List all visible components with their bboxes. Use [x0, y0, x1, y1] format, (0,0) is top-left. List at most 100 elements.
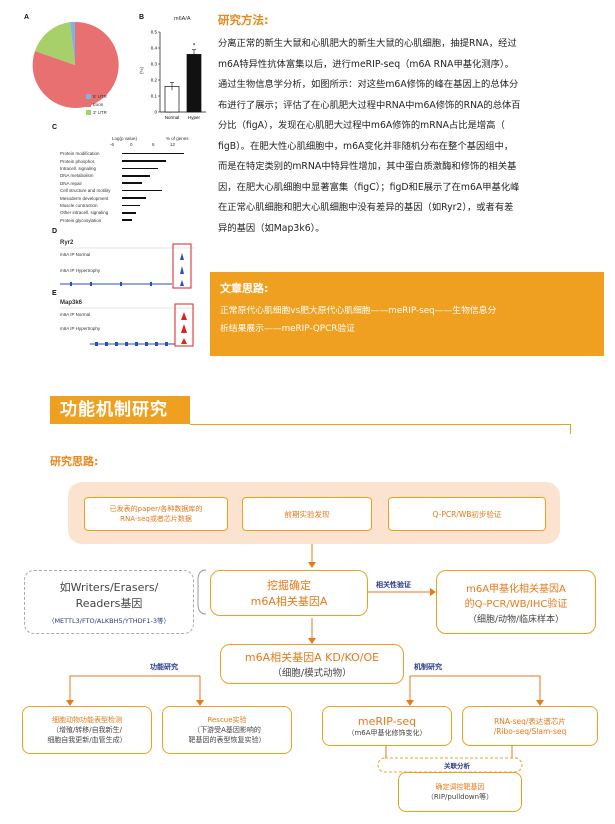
flow-text: （增殖/转移/自我新生/ — [51, 726, 123, 734]
flow-text: 已发表的paper/各种数据库的 — [109, 505, 203, 513]
flow-box-data-sources: 已发表的paper/各种数据库的 RNA-seq或者芯片数据 — [84, 497, 228, 531]
axis-left-label: Log(p value) — [112, 136, 138, 141]
go-row: Intracell. signaling — [60, 165, 190, 172]
flow-text: （RIP/pulldown等） — [426, 793, 494, 801]
legend-item: 3' UTR — [86, 108, 107, 116]
method-line: 分离正常的新生大鼠和心肌肥大的新生大鼠的心肌细胞，抽提RNA，经过 — [218, 38, 517, 49]
pie-legend: 5' UTR Exon 3' UTR — [86, 92, 107, 116]
method-line: 而是在特定类别的mRNA中特异性增加，其中蛋白质激酶和修饰的相关基 — [218, 161, 517, 172]
go-bar — [122, 182, 142, 185]
go-row: DNA metabolism — [60, 172, 190, 179]
track-label: m6A IP Normal — [60, 252, 91, 257]
legend-item: 5' UTR — [86, 92, 107, 100]
flow-text: m6A相关基因A KD/KO/OE — [244, 651, 380, 664]
legend-label: Exon — [93, 101, 104, 107]
legend-swatch-exon — [86, 101, 91, 107]
flow-box-qpcr-wb: Q-PCR/WB初步验证 — [388, 497, 546, 531]
x-tick-label: Hyper — [188, 115, 201, 120]
flow-text: 细胞自我更新/血管生成） — [47, 736, 127, 744]
flow-text: 前期实验发现 — [284, 509, 330, 519]
idea-box-title: 文章思路: — [220, 282, 269, 295]
mechanism-study-label: 机制研究 — [414, 663, 442, 671]
flow-text: 挖掘确定 — [267, 579, 311, 592]
go-label: Intracell. signaling — [60, 165, 97, 171]
legend-swatch-5utr — [86, 93, 91, 99]
function-study-label: 功能研究 — [150, 663, 178, 671]
flow-text: meRIP-seq — [357, 714, 417, 728]
go-category-list: Protein modification Protein phosphor. I… — [60, 150, 190, 224]
flow-text: 确定调控靶基因 — [435, 783, 485, 791]
go-bar — [122, 189, 162, 192]
pie-slice-exon — [32, 21, 119, 108]
go-row: Cell structure and motility — [60, 187, 190, 194]
y-tick-label: 0.3 — [151, 62, 158, 67]
track-label: m6A IP Hypertrophy — [60, 268, 101, 273]
flow-text: 细胞动物功能表型检测 — [52, 716, 122, 724]
idea-box: 文章思路: 正常原代心肌细胞vs肥大原代心肌细胞——meRIP-seq——生物信… — [210, 272, 604, 356]
go-bar — [122, 160, 166, 162]
flow-box-writers-readers: 如Writers/Erasers/ Readers基因 （METTL3/FTO/… — [24, 570, 194, 634]
flow-text: Readers基因 — [75, 597, 143, 610]
y-tick-label: 0.2 — [151, 78, 158, 83]
method-line: 在正常心肌细胞和肥大心肌细胞中没有差异的基因（如Ryr2），或者有差 — [218, 202, 514, 213]
flow-box-merip-seq: meRIP-seq （m6A甲基化修饰变化） — [322, 706, 452, 746]
flow-box-target-gene: 确定调控靶基因 （RIP/pulldown等） — [398, 772, 522, 812]
tick-label: 6 — [152, 142, 155, 147]
chart-title: m6A/A — [174, 16, 191, 22]
go-label: DNA repair — [60, 180, 83, 186]
legend-label: 5' UTR — [93, 93, 107, 99]
go-label: Protein modification — [60, 151, 100, 157]
idea-box-line: 析结果展示——meRIP-QPCR验证 — [220, 324, 355, 334]
flow-box-kd-ko-oe: m6A相关基因A KD/KO/OE （细胞/模式动物） — [220, 644, 404, 684]
go-row: DNA repair — [60, 180, 190, 187]
flow-text: m6A相关基因A — [250, 595, 328, 608]
go-label: Protein phosphor. — [60, 158, 96, 164]
go-label: Protein glycosylation — [60, 217, 102, 223]
go-row: Protein phosphor. — [60, 157, 190, 164]
y-tick-label: 0 — [154, 110, 157, 115]
flow-text: 靶基因的表型恢复实验） — [188, 736, 266, 744]
go-row: Muscle contraction — [60, 202, 190, 209]
legend-label: 3' UTR — [93, 109, 107, 115]
panel-b-label: B — [139, 14, 145, 21]
method-line: 分比（figA），发现在心肌肥大过程中m6A修饰的mRNA占比是增高（ — [218, 120, 505, 131]
track-label: m6A IP Hypertrophy — [60, 326, 101, 331]
pie-slice-5utr — [70, 21, 75, 65]
pie-chart — [32, 21, 119, 108]
association-label: 关联分析 — [444, 762, 470, 770]
flow-text: /Ribo-seq/Slam-seq — [493, 727, 567, 736]
banner-underline — [190, 424, 570, 425]
method-line: 布进行了展示；评估了在心肌肥大过程中RNA中m6A修饰的RNA的总体百 — [218, 99, 521, 111]
gene-name: Ryr2 — [60, 240, 74, 246]
go-label: Muscle contraction — [60, 202, 98, 208]
go-bar — [122, 197, 146, 199]
tick-label: 12 — [170, 142, 176, 147]
flow-box-mine-gene: 挖掘确定 m6A相关基因A — [210, 570, 368, 616]
go-row: Protein modification — [60, 150, 190, 157]
flow-text: （细胞/模式动物） — [272, 668, 352, 679]
go-label: Other intracell. signaling — [60, 210, 109, 216]
go-label: Cell structure and motility — [60, 188, 111, 194]
method-paragraph: 分离正常的新生大鼠和心肌肥大的新生大鼠的心肌细胞，抽提RNA，经过 m6A特异性… — [218, 34, 603, 239]
go-row: Mesoderm development — [60, 194, 190, 201]
flow-box-prior-findings: 前期实验发现 — [242, 497, 372, 531]
go-bar — [122, 204, 140, 207]
tick-label: -6 — [110, 142, 115, 147]
y-tick-label: 0.4 — [151, 46, 158, 51]
go-bar — [122, 152, 184, 155]
section-subtitle: 研究思路: — [50, 455, 99, 468]
go-label: Mesoderm development — [60, 195, 109, 201]
go-label: DNA metabolism — [60, 173, 94, 179]
flow-text: Rescue实验 — [207, 716, 247, 724]
panel-d-label: D — [52, 228, 58, 235]
flow-text: 如Writers/Erasers/ — [59, 581, 159, 594]
go-bar — [122, 167, 158, 170]
flow-text: （METTL3/FTO/ALKBH5/YTHDF1-3等） — [47, 617, 171, 625]
genome-track-d — [60, 243, 195, 289]
legend-item: Exon — [86, 100, 107, 108]
flow-text: Q-PCR/WB初步验证 — [432, 509, 502, 519]
method-line: 因，在肥大心肌细胞中显著富集（figC）；figD和E展示了在m6A甲基化峰 — [218, 181, 520, 193]
flow-box-rescue: Rescue实验 （下游受A基因影响的 靶基因的表型恢复实验） — [162, 706, 292, 754]
axis-right-label: % of genes — [166, 136, 189, 141]
